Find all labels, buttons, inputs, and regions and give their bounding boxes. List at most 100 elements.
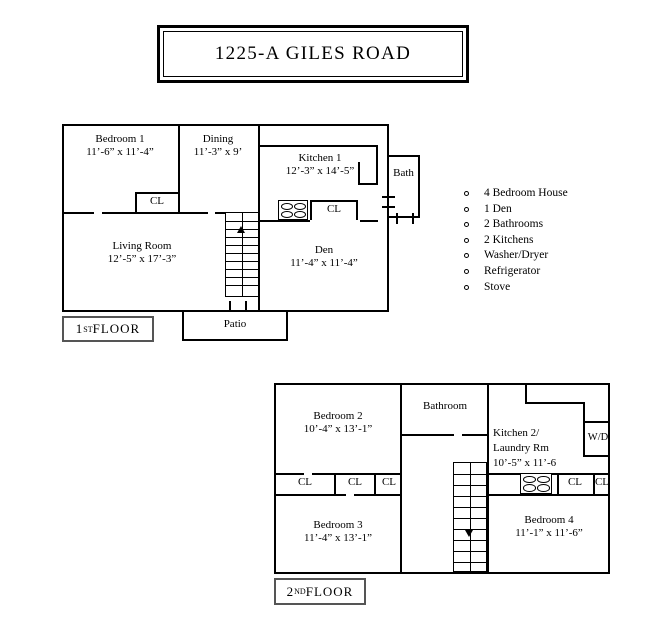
stair-spine bbox=[242, 213, 243, 296]
room-dimensions: 11’-6” x 11’-4” bbox=[86, 146, 154, 158]
f2-wall-bathroom-divider-a bbox=[400, 434, 454, 436]
f2-exterior-wall-left bbox=[274, 383, 276, 574]
stair-tread bbox=[454, 518, 486, 519]
list-item: 2 Bathrooms bbox=[462, 217, 568, 233]
f1-patio-door-tick-1 bbox=[229, 301, 231, 311]
f2-closet-band-top-left bbox=[274, 473, 304, 475]
title-plaque: 1225-A GILES ROAD bbox=[157, 25, 469, 83]
room-name: Den bbox=[314, 244, 334, 256]
f1-kitchen-closet-top bbox=[310, 200, 358, 202]
f2-wall-bedrooms-left-block bbox=[400, 383, 402, 574]
second-floor-caption-word: FLOOR bbox=[305, 583, 354, 599]
kitchen2-line-2: Laundry Rm bbox=[493, 442, 549, 454]
features-list: 4 Bedroom House 1 Den 2 Bathrooms 2 Kitc… bbox=[462, 186, 568, 295]
f2-closet-label-4: CL bbox=[567, 476, 583, 488]
f1-patio-wall-left bbox=[182, 310, 184, 341]
list-item: Refrigerator bbox=[462, 264, 568, 280]
room-dimensions: 11’-3” x 9’ bbox=[193, 146, 243, 158]
stair-tread bbox=[454, 485, 486, 486]
bullet-circle-icon bbox=[464, 268, 469, 274]
f1-wall-mid-right-a bbox=[258, 220, 310, 222]
f2-closet-divider-2 bbox=[374, 473, 376, 494]
staircase-down bbox=[453, 462, 487, 572]
stair-tread bbox=[454, 474, 486, 475]
room-dimensions: 11’-1” x 11’-6” bbox=[515, 527, 583, 539]
f1-wall-kitchen-jog-bottom bbox=[358, 183, 378, 185]
f1-wall-mid-left-b bbox=[102, 212, 150, 214]
f1-bedroom1-closet-top bbox=[135, 192, 180, 194]
f2-closet-label-3: CL bbox=[381, 476, 397, 488]
room-name: Bedroom 2 bbox=[313, 410, 363, 422]
f2-wall-bathroom-kitchen bbox=[487, 383, 489, 574]
stair-tread bbox=[454, 562, 486, 563]
f2-closet-band-top-left2 bbox=[312, 473, 402, 475]
f2-exterior-wall-bottom bbox=[274, 572, 610, 574]
room-label-kitchen-2: Kitchen 2/ Laundry Rm 10’-5” x 11’-6 bbox=[493, 426, 583, 471]
second-floor-caption-sup: ND bbox=[294, 587, 306, 596]
room-label-bathroom: Bathroom bbox=[402, 400, 488, 413]
room-dimensions: 11’-4” x 13’-1” bbox=[303, 532, 372, 544]
feature-text: Washer/Dryer bbox=[484, 249, 549, 262]
f1-exterior-wall-left bbox=[62, 124, 64, 312]
stairs-up-arrow-icon bbox=[237, 226, 245, 233]
f2-wall-wd-top bbox=[583, 421, 610, 423]
feature-text: 1 Den bbox=[484, 202, 512, 215]
first-floor-caption-number: 1 bbox=[75, 321, 84, 336]
title-plaque-inner: 1225-A GILES ROAD bbox=[163, 31, 463, 77]
f1-bath-door-tick-4 bbox=[412, 213, 414, 224]
feature-text: 2 Kitchens bbox=[484, 233, 534, 246]
bullet-circle-icon bbox=[464, 206, 469, 212]
room-name: Living Room bbox=[112, 240, 172, 252]
room-label-kitchen-1: Kitchen 1 12’-3” x 14’-5” bbox=[260, 152, 380, 178]
room-label-dining: Dining 11’-3” x 9’ bbox=[178, 133, 258, 159]
list-item: Stove bbox=[462, 280, 568, 296]
room-label-bedroom-2: Bedroom 2 10’-4” x 13’-1” bbox=[276, 410, 400, 436]
stove-icon bbox=[278, 200, 308, 220]
f2-closet-label-1: CL bbox=[297, 476, 313, 488]
stair-tread bbox=[454, 540, 486, 541]
f1-wall-living-den bbox=[258, 212, 260, 312]
f2-wall-wd-bottom bbox=[583, 455, 610, 457]
stair-tread bbox=[454, 496, 486, 497]
bullet-circle-icon bbox=[464, 237, 469, 243]
f1-bedroom1-closet-left bbox=[135, 192, 137, 212]
f1-wall-bedroom1-dining bbox=[178, 124, 180, 212]
f1-bath-door-tick-1 bbox=[382, 196, 395, 198]
f2-wall-kitchen2-jog-left bbox=[525, 383, 527, 403]
f1-patio-door-tick-2 bbox=[245, 301, 247, 311]
stove-burner bbox=[522, 484, 536, 492]
list-item: 4 Bedroom House bbox=[462, 186, 568, 202]
list-item: 2 Kitchens bbox=[462, 233, 568, 249]
bathroom-label-text: Bathroom bbox=[423, 400, 467, 412]
feature-text: Refrigerator bbox=[484, 264, 541, 277]
feature-text: Stove bbox=[484, 280, 511, 293]
f2-wall-wd-left bbox=[583, 421, 585, 456]
f1-wall-kitchen-jog-top bbox=[258, 145, 378, 147]
stair-tread bbox=[226, 261, 258, 262]
room-dimensions: 12’-3” x 14’-5” bbox=[285, 165, 355, 177]
room-label-living-room: Living Room 12’-5” x 17’-3” bbox=[62, 240, 222, 266]
f2-closet-label-2: CL bbox=[347, 476, 363, 488]
stair-spine bbox=[470, 463, 471, 571]
f2-closet-label-5: CL bbox=[594, 476, 610, 488]
stove-burner bbox=[293, 210, 306, 218]
f2-closet-band-bottom-left bbox=[274, 494, 346, 496]
f1-wall-dining-kitchen bbox=[258, 124, 260, 212]
stair-tread bbox=[454, 529, 486, 530]
bullet-circle-icon bbox=[464, 284, 469, 290]
f2-closet-divider-4 bbox=[593, 473, 595, 494]
f1-exterior-wall-top bbox=[62, 124, 389, 126]
wd-label: W/D bbox=[583, 431, 613, 444]
f1-exterior-wall-bottom bbox=[62, 310, 389, 312]
patio-label-text: Patio bbox=[223, 318, 247, 330]
f2-wall-kitchen2-jog-right bbox=[583, 402, 585, 422]
f2-exterior-wall-top bbox=[274, 383, 610, 385]
stove-icon-kitchen2 bbox=[520, 473, 552, 494]
f1-wall-kitchen-jog-left bbox=[358, 162, 360, 185]
f2-exterior-wall-right bbox=[608, 383, 610, 574]
bullet-circle-icon bbox=[464, 191, 469, 196]
stair-tread bbox=[226, 253, 258, 254]
room-name: Bedroom 3 bbox=[313, 519, 363, 531]
first-floor-plan: CL CL Patio Bedroom 1 11’-6” x 11’-4” bbox=[62, 124, 420, 342]
